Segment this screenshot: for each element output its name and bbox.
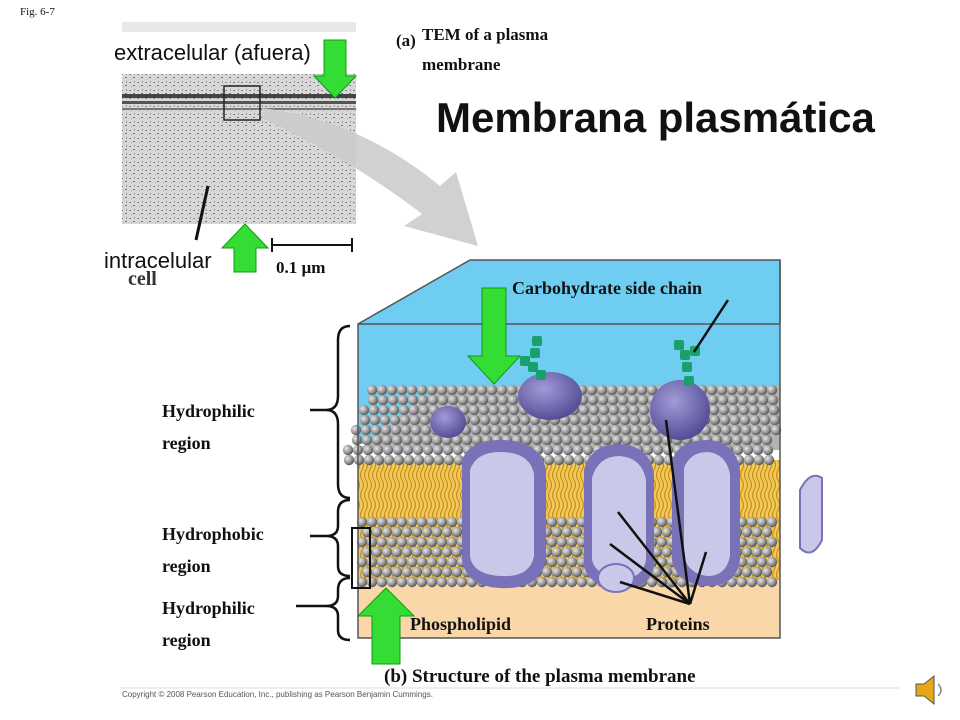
copyright-notice: Copyright © 2008 Pearson Education, Inc.… (122, 690, 433, 699)
proteins-label: Proteins (646, 614, 710, 634)
tem-micrograph (122, 22, 356, 241)
scale-bar-label: 0.1 µm (276, 258, 326, 277)
carbohydrate-chains (520, 336, 700, 386)
region-braces (296, 324, 351, 642)
tem-selection-box (223, 85, 261, 121)
green-arrow-intracellular (220, 223, 270, 273)
scale-bar (271, 238, 353, 252)
hydrophilic-top-label: Hydrophilic region (162, 401, 255, 453)
tem-pointer-line (194, 185, 210, 241)
green-arrow-extracellular (312, 39, 358, 99)
hydrophobic-label: Hydrophobic region (162, 524, 264, 576)
tem-letter: (a) (396, 31, 416, 50)
page-title: Membrana plasmática (436, 94, 875, 141)
speaker-icon[interactable] (915, 674, 942, 706)
structure-caption: (b) Structure of the plasma membrane (384, 666, 696, 687)
green-arrow-carbohydrate (466, 287, 522, 385)
phospholipid-highlight-box (351, 527, 371, 589)
pointer-lines (609, 299, 730, 606)
tem-caption-text: TEM of a plasma membrane (422, 25, 549, 74)
extracellular-label: extracelular (afuera) (114, 40, 311, 65)
green-arrow-phospholipid (356, 587, 416, 665)
hydrophilic-bottom-label: Hydrophilic region (162, 598, 255, 650)
intracellular-label: intracelular (104, 248, 212, 273)
zoom-arrow (262, 108, 478, 246)
membrane-proteins (430, 372, 823, 593)
figure-label: Fig. 6-7 (20, 6, 55, 18)
phospholipid-label: Phospholipid (410, 614, 512, 634)
carbohydrate-label: Carbohydrate side chain (512, 278, 703, 298)
membrane-box (342, 259, 782, 639)
cell-fragment-label: cell (128, 268, 157, 290)
